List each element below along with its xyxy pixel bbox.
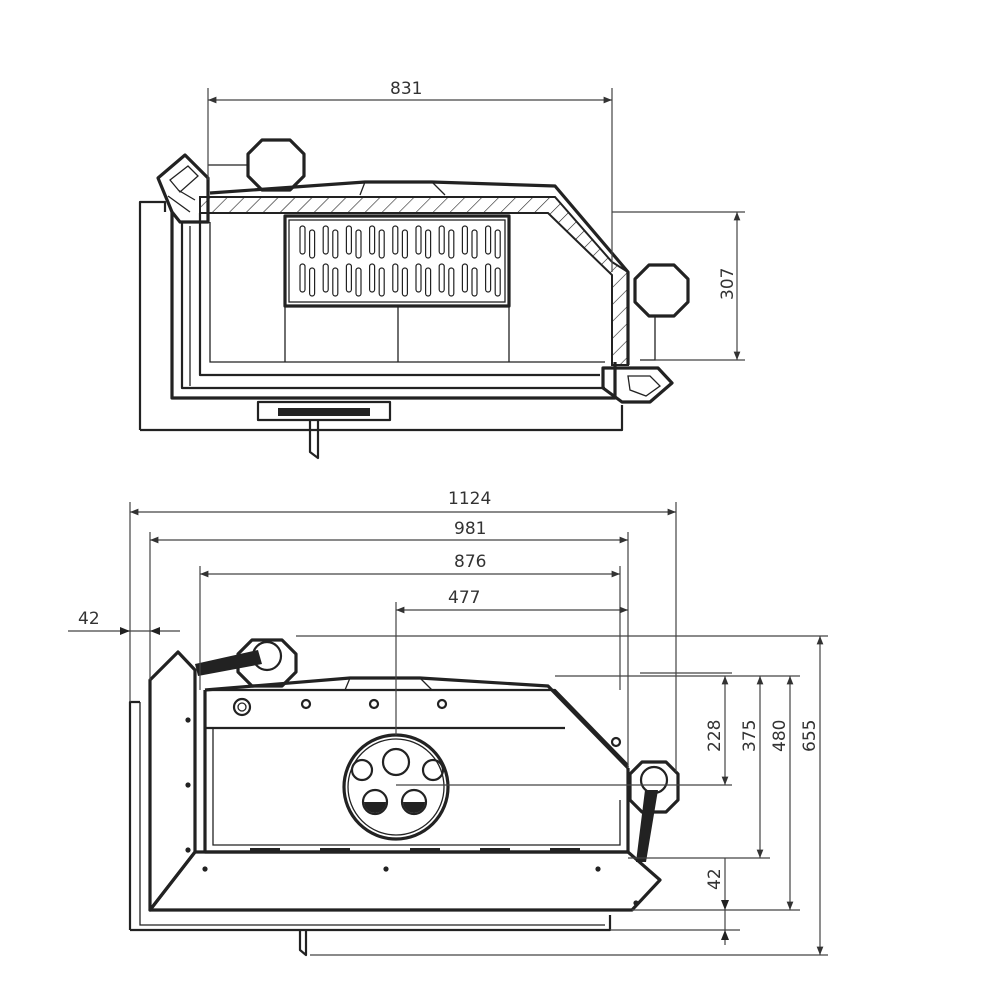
top-left-flue: [246, 138, 306, 192]
dim-831-label: 831: [390, 79, 422, 99]
front-body: [203, 690, 630, 854]
grill-slot: [392, 225, 399, 255]
grill-slot: [355, 267, 362, 297]
grill-slot: [415, 225, 422, 255]
grill-slot: [485, 225, 492, 255]
grill-slot: [309, 267, 316, 297]
grill-slot: [471, 267, 478, 297]
dim-981-label: 981: [454, 519, 486, 539]
grill-slot: [355, 229, 362, 259]
grill-slots: [299, 225, 501, 297]
front-view: 1124 981 876 477 42 228 375 480 655: [68, 489, 828, 957]
top-hatched-wall: [199, 196, 629, 366]
top-door-dividers: [284, 306, 510, 362]
grill-slot: [332, 229, 339, 259]
dim-375-label: 375: [740, 720, 760, 752]
grill-slot: [299, 225, 306, 255]
grill-slot: [415, 263, 422, 293]
top-view: 831 307: [138, 79, 745, 460]
top-housing-outline: [138, 200, 624, 432]
grill-slot: [448, 267, 455, 297]
top-right-flue: [633, 263, 690, 318]
grill-slot: [322, 225, 329, 255]
grill-slot: [378, 267, 385, 297]
grill-slot: [299, 263, 306, 293]
grill-slot: [425, 229, 432, 259]
top-body: [170, 212, 617, 400]
top-foot: [256, 400, 392, 422]
grill-slot: [309, 229, 316, 259]
grill-slot: [461, 263, 468, 293]
grill-slot: [369, 263, 376, 293]
grill-slot: [425, 267, 432, 297]
grill-slot: [345, 225, 352, 255]
dim-42-side-label: 42: [78, 609, 100, 629]
grill-slot: [485, 263, 492, 293]
grill-slot: [322, 263, 329, 293]
grill-slot: [471, 229, 478, 259]
dim-42-base-label: 42: [705, 868, 725, 890]
grill-slot: [494, 229, 501, 259]
front-base: [148, 850, 662, 912]
top-grill-panel: [283, 214, 511, 308]
grill-slot: [438, 225, 445, 255]
dim-655-label: 655: [800, 720, 820, 752]
dim-1124-label: 1124: [448, 489, 491, 509]
grill-slot: [369, 225, 376, 255]
grill-slot: [345, 263, 352, 293]
grill-slot: [392, 263, 399, 293]
grill-slot: [401, 229, 408, 259]
vent-hole: [300, 698, 312, 710]
dim-876-label: 876: [454, 552, 486, 572]
vent-hole: [436, 698, 448, 710]
top-handle: [308, 420, 320, 460]
dim-307-label: 307: [718, 268, 738, 300]
vent-hole: [368, 698, 380, 710]
front-roof: [204, 676, 630, 770]
front-left-side: [148, 650, 197, 912]
grill-slot: [448, 229, 455, 259]
burner-disc: [342, 733, 450, 841]
vent-hole: [232, 697, 252, 717]
grill-slot: [401, 267, 408, 297]
grill-slot: [494, 267, 501, 297]
dim-228-label: 228: [705, 720, 725, 752]
grill-slot: [332, 267, 339, 297]
grill-slot: [438, 263, 445, 293]
grill-slot: [378, 229, 385, 259]
grill-slot: [461, 225, 468, 255]
front-housing-outline: [128, 700, 612, 932]
dim-480-label: 480: [770, 720, 790, 752]
dim-477-label: 477: [448, 588, 480, 608]
